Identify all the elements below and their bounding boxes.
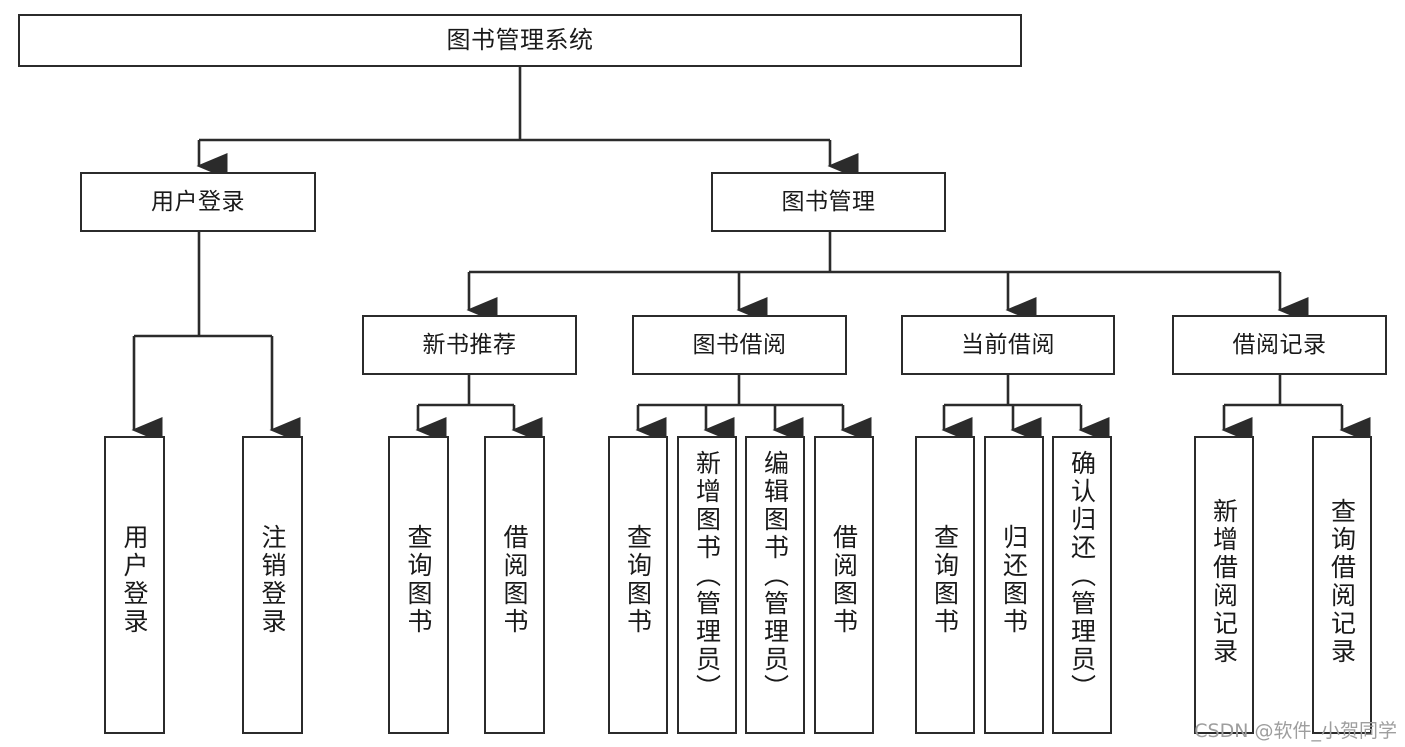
node-label: 图书管理 <box>781 188 876 215</box>
node-leaf-query-book-1[interactable]: 查询图书 <box>388 436 449 734</box>
node-label: 查询借阅记录 <box>1327 498 1357 666</box>
node-leaf-add-record[interactable]: 新增借阅记录 <box>1194 436 1254 734</box>
node-leaf-query-book-2[interactable]: 查询图书 <box>608 436 668 734</box>
node-label: 确认归还（管理员） <box>1067 450 1097 702</box>
node-leaf-edit-book[interactable]: 编辑图书（管理员） <box>745 436 805 734</box>
node-label: 图书管理系统 <box>446 25 594 54</box>
node-leaf-add-book[interactable]: 新增图书（管理员） <box>677 436 737 734</box>
node-leaf-user-login[interactable]: 用户登录 <box>104 436 165 734</box>
node-user-login[interactable]: 用户登录 <box>80 172 316 232</box>
node-label: 借阅图书 <box>829 524 859 636</box>
node-leaf-query-record[interactable]: 查询借阅记录 <box>1312 436 1372 734</box>
node-new-book-recommend[interactable]: 新书推荐 <box>362 315 577 375</box>
node-label: 查询图书 <box>930 524 960 636</box>
node-leaf-borrow-book-1[interactable]: 借阅图书 <box>484 436 545 734</box>
node-current-borrow[interactable]: 当前借阅 <box>901 315 1115 375</box>
node-label: 归还图书 <box>999 524 1029 636</box>
node-label: 新书推荐 <box>422 331 517 358</box>
node-label: 图书借阅 <box>692 331 787 358</box>
watermark-text: CSDN @软件_小贺同学 <box>1194 720 1397 742</box>
node-label: 新增借阅记录 <box>1209 498 1239 666</box>
node-label: 用户登录 <box>120 524 149 636</box>
node-leaf-query-book-3[interactable]: 查询图书 <box>915 436 975 734</box>
node-leaf-user-logout[interactable]: 注销登录 <box>242 436 303 734</box>
node-label: 编辑图书（管理员） <box>760 450 790 702</box>
node-book-management[interactable]: 图书管理 <box>711 172 946 232</box>
node-label: 借阅图书 <box>500 524 529 636</box>
node-leaf-confirm-return[interactable]: 确认归还（管理员） <box>1052 436 1112 734</box>
node-label: 查询图书 <box>404 524 433 636</box>
node-leaf-return-book[interactable]: 归还图书 <box>984 436 1044 734</box>
node-root-system[interactable]: 图书管理系统 <box>18 14 1022 67</box>
node-label: 借阅记录 <box>1232 331 1327 358</box>
node-borrow-record[interactable]: 借阅记录 <box>1172 315 1387 375</box>
node-label: 新增图书（管理员） <box>692 450 722 702</box>
node-label: 当前借阅 <box>961 331 1055 358</box>
node-book-borrow[interactable]: 图书借阅 <box>632 315 847 375</box>
node-leaf-borrow-book-2[interactable]: 借阅图书 <box>814 436 874 734</box>
node-label: 查询图书 <box>623 524 653 636</box>
node-label: 注销登录 <box>258 524 287 636</box>
node-label: 用户登录 <box>151 188 245 215</box>
